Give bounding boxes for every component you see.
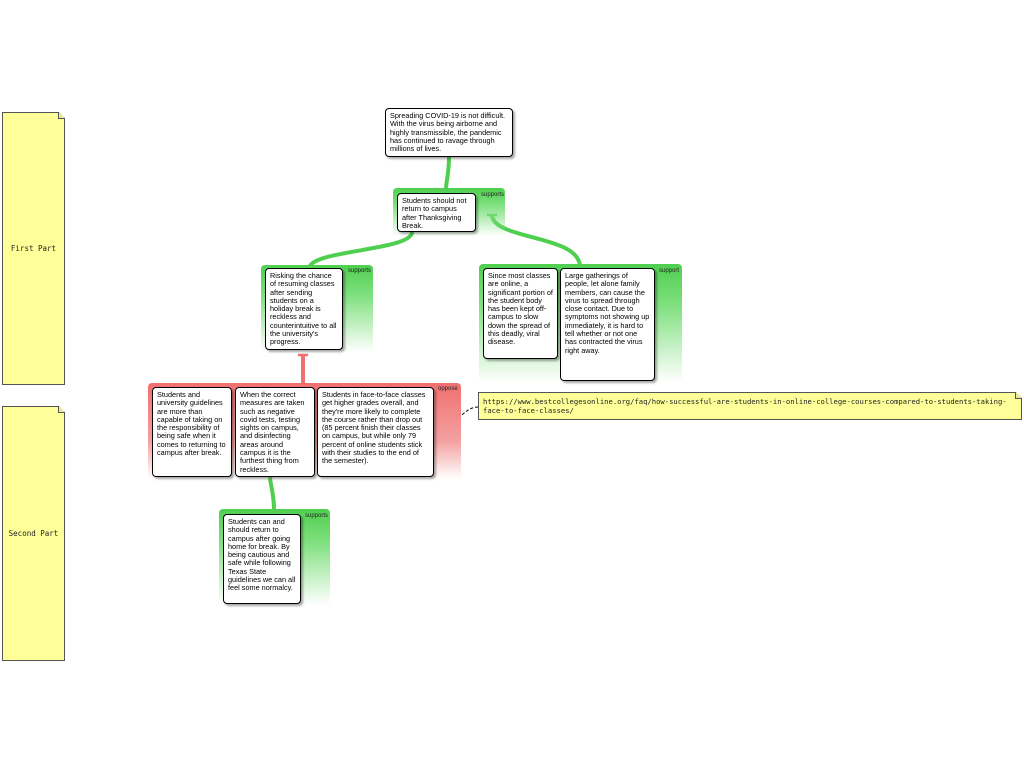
claim-capable-text: Students and university guidelines are m… bbox=[157, 390, 226, 458]
risking-group-label: supports bbox=[348, 268, 372, 274]
claim-top-text: Spreading COVID-19 is not difficult. Wit… bbox=[390, 111, 506, 154]
claim-grades[interactable]: Students in face-to-face classes get hig… bbox=[317, 387, 434, 477]
second-part-label: Second Part bbox=[8, 529, 59, 538]
main-group-label: supports bbox=[481, 192, 505, 198]
claim-measures[interactable]: When the correct measures are taken such… bbox=[235, 387, 315, 477]
first-part-label: First Part bbox=[10, 244, 57, 253]
claim-risking[interactable]: Risking the chance of resuming classes a… bbox=[265, 268, 343, 350]
claim-gatherings-text: Large gatherings of people, let alone fa… bbox=[565, 271, 650, 355]
source-url-note[interactable]: https://www.bestcollegesonline.org/faq/h… bbox=[478, 392, 1022, 420]
claim-capable[interactable]: Students and university guidelines are m… bbox=[152, 387, 232, 477]
claim-gatherings[interactable]: Large gatherings of people, let alone fa… bbox=[560, 268, 655, 381]
claim-top[interactable]: Spreading COVID-19 is not difficult. Wit… bbox=[385, 108, 513, 157]
claim-should-return[interactable]: Students can and should return to campus… bbox=[223, 514, 301, 604]
first-part-note[interactable]: First Part bbox=[2, 112, 65, 385]
claim-online[interactable]: Since most classes are online, a signifi… bbox=[483, 268, 558, 359]
right-group-label: support bbox=[659, 268, 680, 274]
source-url-text: https://www.bestcollegesonline.org/faq/h… bbox=[483, 397, 1007, 415]
link-main-to-risking bbox=[308, 231, 414, 268]
claim-should-return-text: Students can and should return to campus… bbox=[228, 517, 296, 593]
claim-grades-text: Students in face-to-face classes get hig… bbox=[322, 390, 426, 466]
bottom-group-label: supports bbox=[305, 513, 329, 519]
claim-online-text: Since most classes are online, a signifi… bbox=[488, 271, 553, 347]
link-bottom-to-measures bbox=[268, 475, 276, 511]
claim-risking-text: Risking the chance of resuming classes a… bbox=[270, 271, 337, 347]
claim-main[interactable]: Students should not return to campus aft… bbox=[397, 193, 476, 232]
claim-measures-text: When the correct measures are taken such… bbox=[240, 390, 305, 474]
link-top-to-main bbox=[444, 156, 451, 191]
link-main-to-right bbox=[490, 215, 582, 267]
oppose-group-label: oppose bbox=[438, 386, 458, 392]
claim-main-text: Students should not return to campus aft… bbox=[402, 196, 467, 230]
second-part-note[interactable]: Second Part bbox=[2, 406, 65, 661]
